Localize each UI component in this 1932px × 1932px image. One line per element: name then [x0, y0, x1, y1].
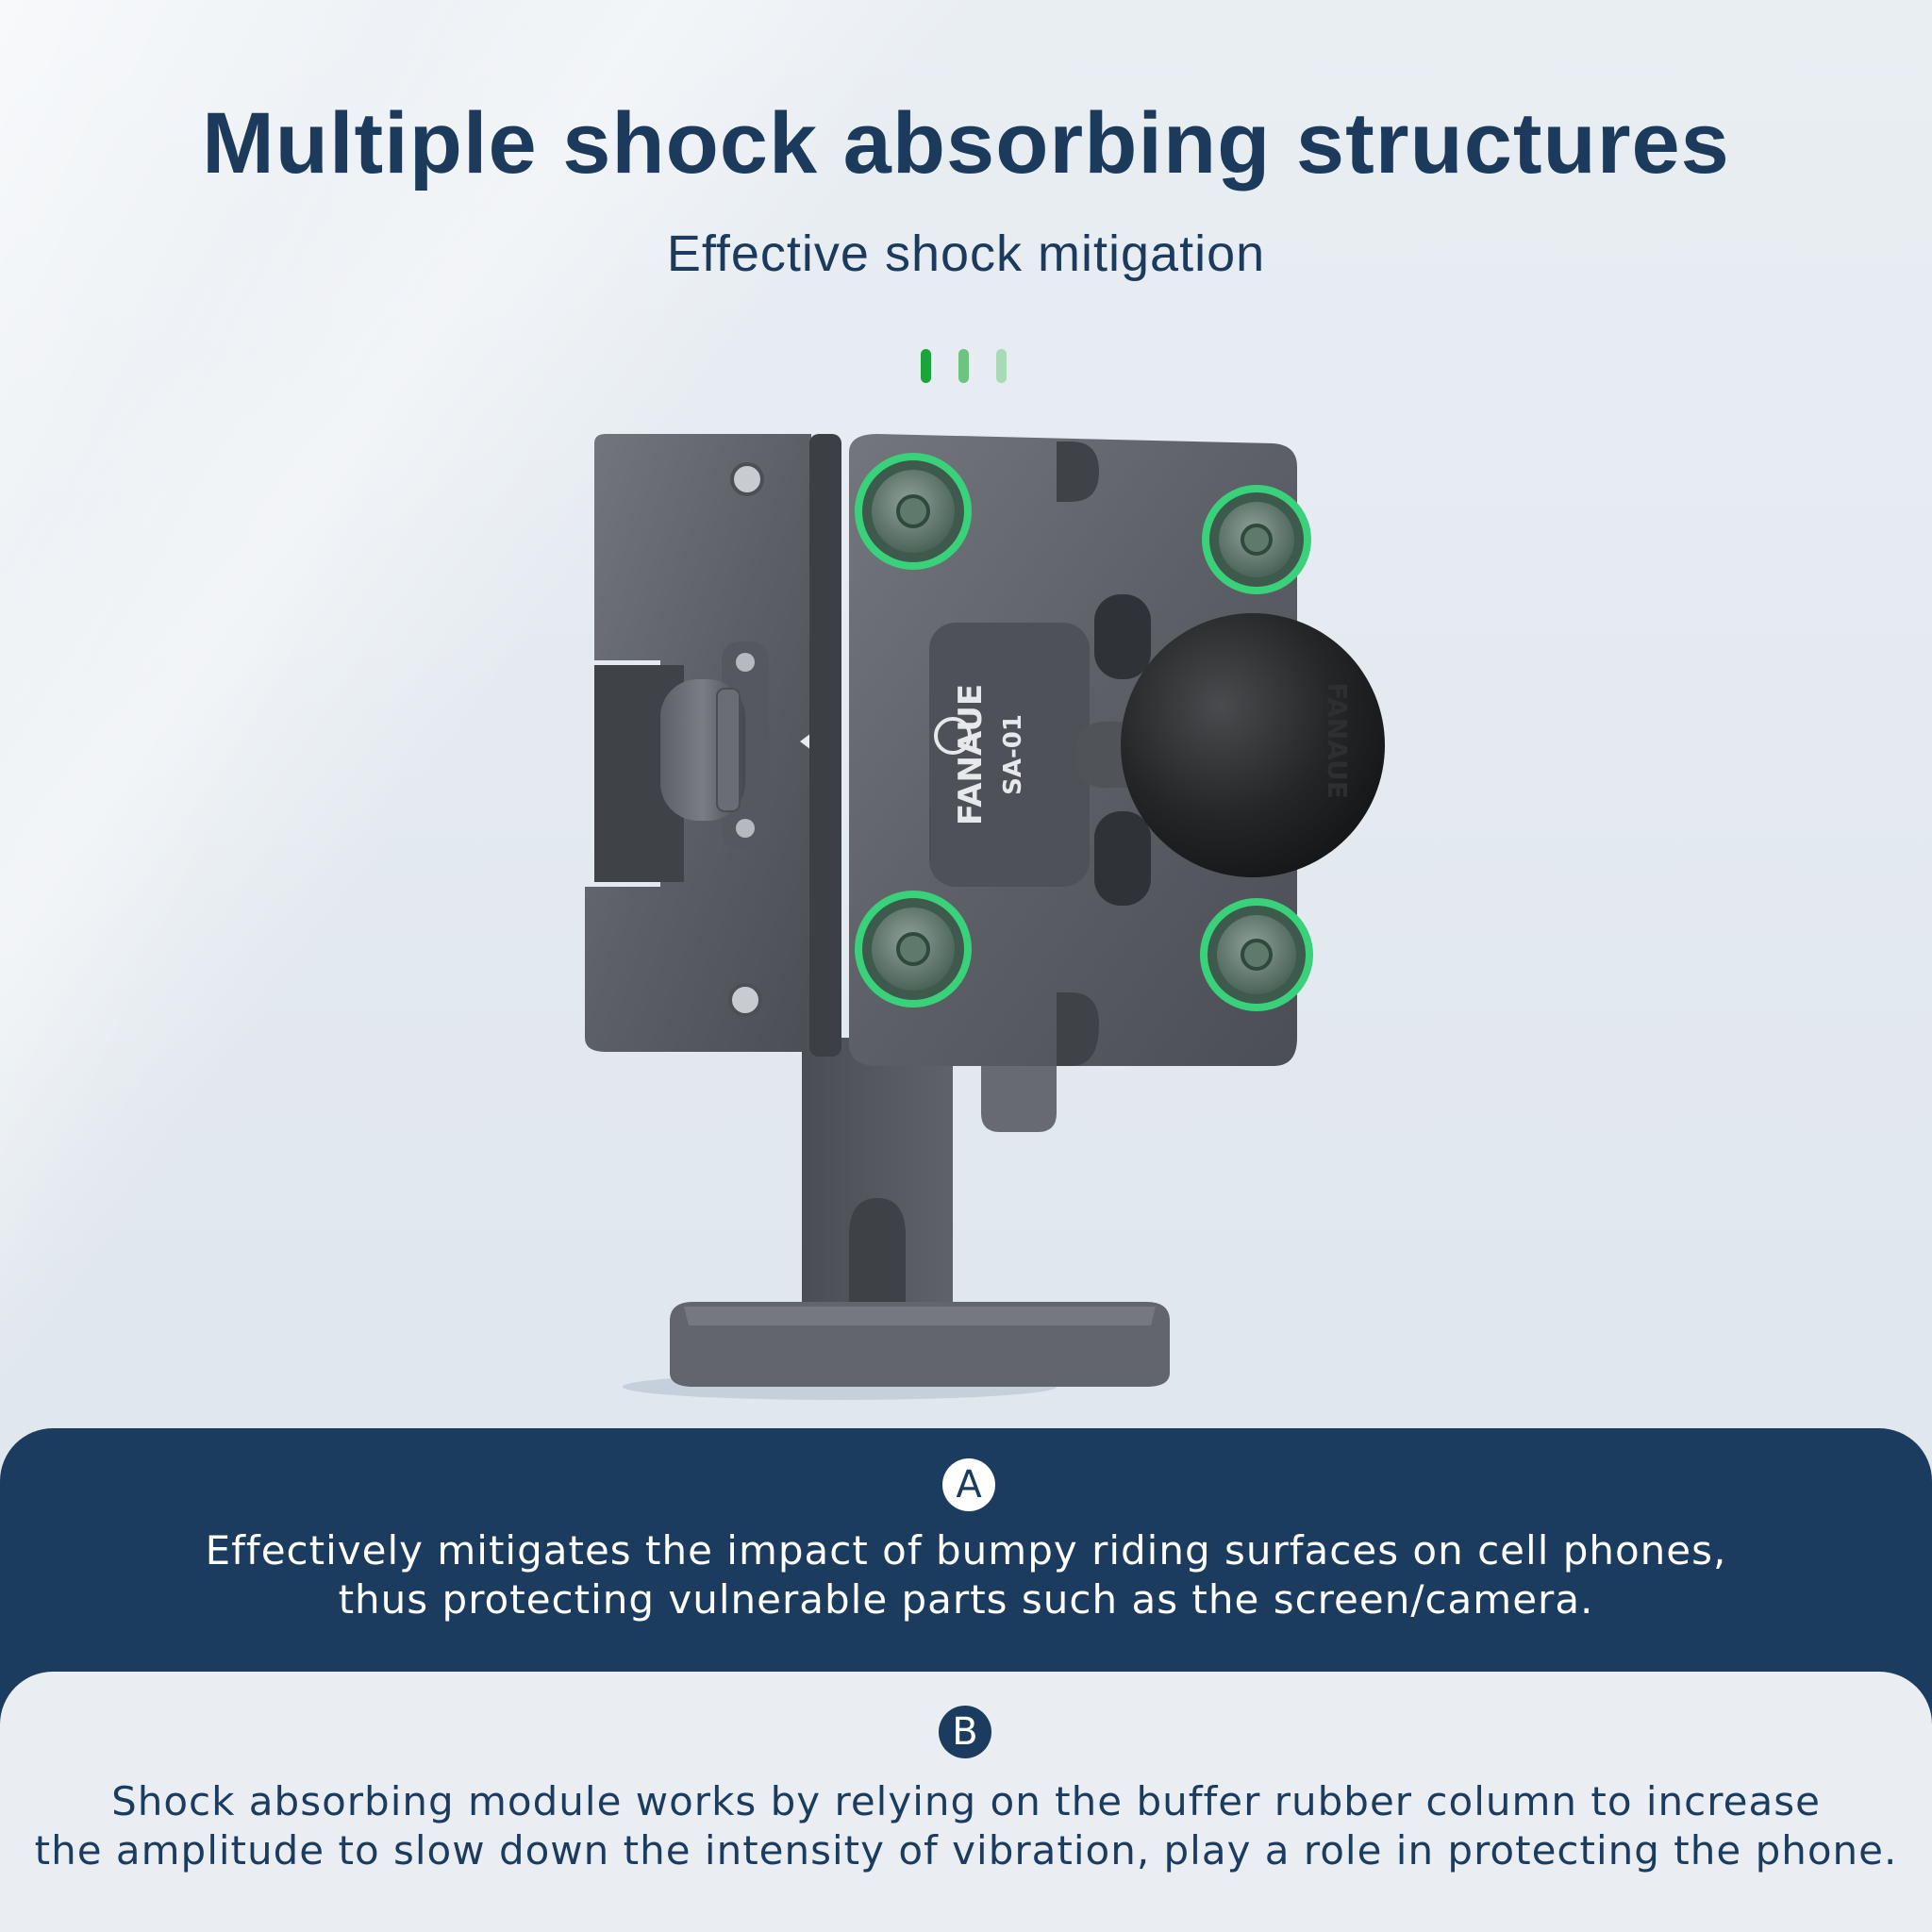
clamp-screw-top	[730, 462, 764, 496]
indicator-bar-2	[958, 349, 969, 383]
model-text: SA-01	[999, 714, 1027, 795]
page-subtitle: Effective shock mitigation	[666, 225, 1266, 282]
plate-hole-top	[1094, 594, 1151, 679]
feature-b-badge: B	[939, 1706, 991, 1758]
base-plate-top	[684, 1307, 1156, 1325]
rubber-layer	[809, 434, 841, 1057]
clamp-screw-bottom	[728, 983, 762, 1017]
shock-grommet-bottom-right	[1200, 898, 1313, 1011]
page-title: Multiple shock absorbing structures	[202, 95, 1730, 192]
feature-a-line-1: Effectively mitigates the impact of bump…	[205, 1527, 1727, 1574]
feature-b-line-2: the amplitude to slow down the intensity…	[34, 1827, 1898, 1874]
knob-screw-bottom	[736, 819, 755, 838]
feature-a-line-2: thus protecting vulnerable parts such as…	[338, 1576, 1594, 1623]
ball-brand-text: FANAUE	[1322, 682, 1353, 799]
center-label-plate	[929, 623, 1090, 887]
ball-mount	[1121, 613, 1385, 877]
feature-a-badge: A	[942, 1458, 995, 1511]
shock-grommet-top-right	[1202, 485, 1311, 594]
plate-hole-bottom	[1094, 811, 1151, 906]
brand-text: FANAUE	[952, 684, 990, 825]
shock-grommet-bottom-left	[855, 891, 972, 1008]
brand-logo-icon	[934, 717, 972, 755]
knob-grip	[716, 688, 741, 812]
shock-grommet-top-left	[855, 453, 972, 570]
feature-b-line-1: Shock absorbing module works by relying …	[111, 1778, 1821, 1824]
bottom-notch	[1057, 992, 1099, 1066]
feature-b-description: Shock absorbing module works by relying …	[0, 1777, 1932, 1875]
indicator-bar-3	[996, 349, 1007, 383]
indicator-bar-1	[921, 349, 931, 383]
phone-mount-product-image: FANAUE SA-01 FANA	[585, 434, 1385, 1400]
top-notch	[1057, 441, 1099, 502]
feature-a-description: Effectively mitigates the impact of bump…	[0, 1526, 1932, 1624]
vibration-indicator-icon	[917, 349, 1021, 387]
knob-screw-top	[736, 653, 755, 672]
